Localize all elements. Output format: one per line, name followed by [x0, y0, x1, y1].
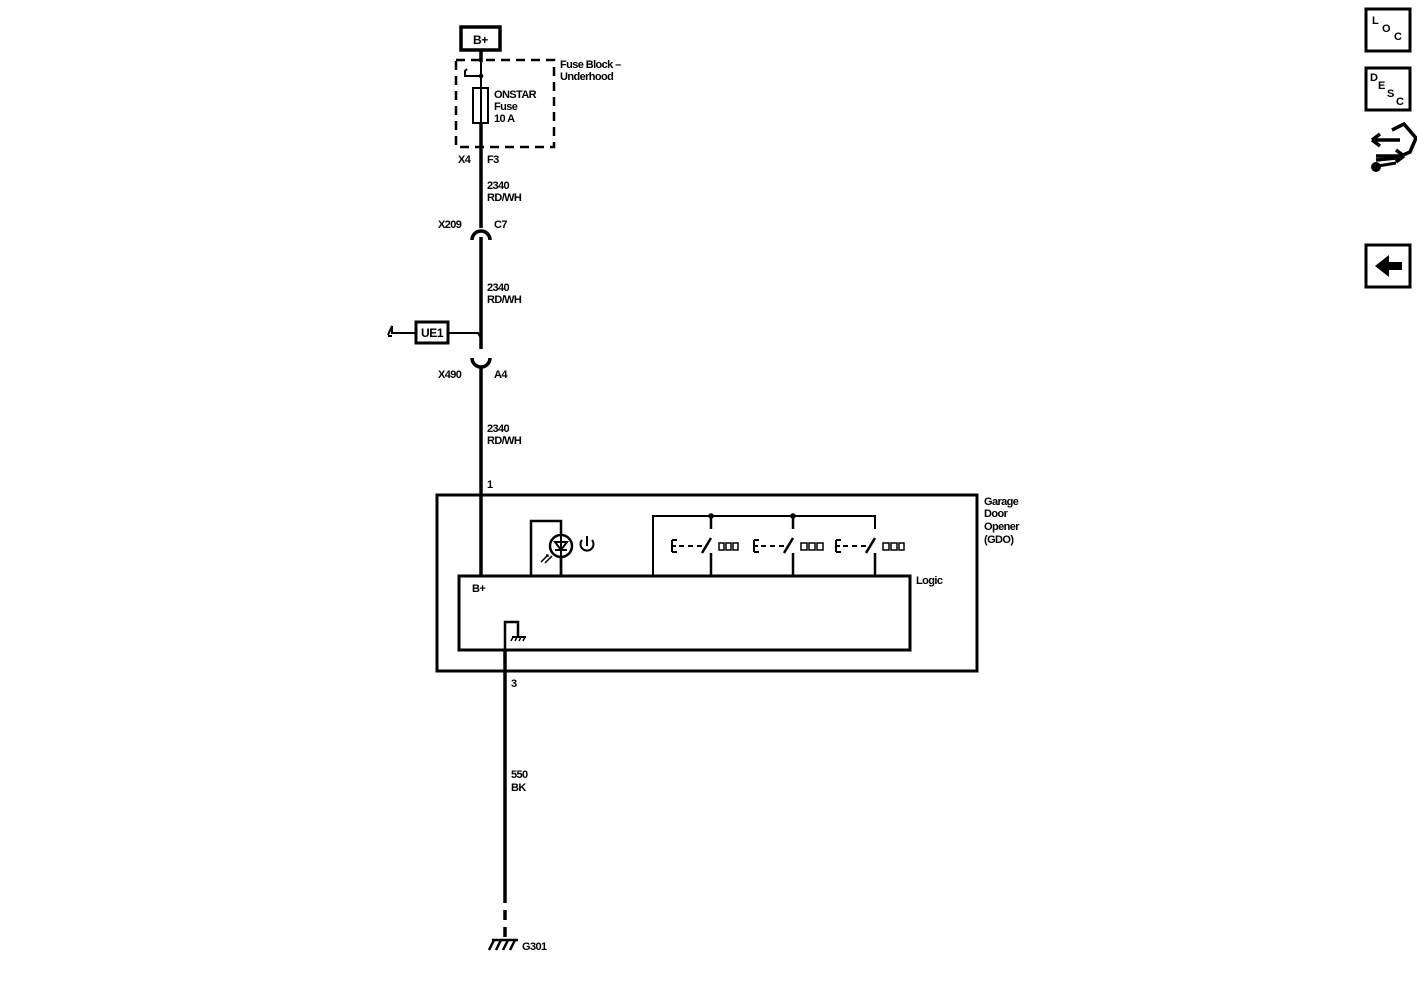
power-icon	[579, 536, 595, 552]
led-indicator	[529, 519, 574, 578]
module-name-line4: (GDO)	[984, 534, 1014, 546]
fuse-label-line3: 10 A	[494, 113, 515, 125]
logic-block	[457, 574, 912, 652]
loc-letter-o: O	[1382, 23, 1391, 35]
connector-x490: X490 A4	[438, 357, 509, 381]
connector-x490-name: X490	[438, 369, 462, 381]
loc-letter-c: C	[1394, 31, 1402, 43]
ground-label: G301	[522, 941, 547, 953]
connector-end-view-icon[interactable]	[1370, 121, 1417, 172]
onstar-fuse: ONSTAR Fuse 10 A	[472, 87, 537, 125]
fuse-block-name-line1: Fuse Block –	[560, 59, 621, 71]
internal-ground-icon	[503, 620, 526, 650]
power-source-label: B+	[473, 33, 488, 47]
wire2-color: RD/WH	[487, 294, 522, 306]
fuse-block-pin: F3	[487, 154, 499, 166]
wire3-circuit: 2340	[487, 423, 510, 435]
module-name-line2: Door	[984, 508, 1009, 520]
fuse-label-line1: ONSTAR	[494, 89, 537, 101]
connector-x209-name: X209	[438, 219, 462, 231]
splice-ue1: UE1	[387, 320, 482, 345]
module-pin-out: 3	[511, 678, 517, 690]
back-arrow-button[interactable]	[1364, 243, 1412, 289]
wire1-color: RD/WH	[487, 192, 522, 204]
power-source: B+	[459, 25, 502, 52]
wire1-circuit: 2340	[487, 180, 510, 192]
button-switch-2	[753, 516, 824, 576]
desc-letter-d: D	[1370, 72, 1378, 84]
fuse-label-line2: Fuse	[494, 101, 518, 113]
wire2-circuit: 2340	[487, 282, 510, 294]
button-switch-3	[835, 537, 905, 576]
button-switch-1	[671, 516, 739, 576]
module-name-line3: Opener	[984, 521, 1020, 533]
splice-label: UE1	[421, 326, 444, 340]
wire4-color: BK	[511, 782, 526, 794]
ground-g301: G301	[487, 938, 548, 953]
connector-x209: X209 C7	[438, 219, 508, 241]
fuse-block: Fuse Block – Underhood	[454, 58, 622, 149]
logic-label: Logic	[916, 575, 943, 587]
back-arrow-icon	[1375, 255, 1402, 277]
wire3-color: RD/WH	[487, 435, 522, 447]
fuse-block-name-line2: Underhood	[560, 71, 613, 83]
desc-letter-s: S	[1387, 88, 1394, 100]
wire4-circuit: 550	[511, 769, 528, 781]
desc-letter-e: E	[1378, 80, 1385, 92]
fuse-block-connector: X4	[458, 154, 472, 166]
loc-letter-l: L	[1372, 15, 1379, 27]
connector-x490-pin: A4	[494, 369, 508, 381]
desc-button[interactable]: D E S C	[1364, 66, 1412, 112]
desc-letter-c: C	[1396, 96, 1404, 108]
module-pin-in: 1	[487, 479, 493, 491]
module-name-line1: Garage	[984, 496, 1019, 508]
connector-x209-pin: C7	[494, 219, 507, 231]
loc-button[interactable]: L O C	[1364, 7, 1412, 53]
garage-door-opener-module: 1 Garage Door Opener (GDO) Logic B+	[435, 479, 1021, 673]
logic-bplus-label: B+	[472, 583, 485, 595]
